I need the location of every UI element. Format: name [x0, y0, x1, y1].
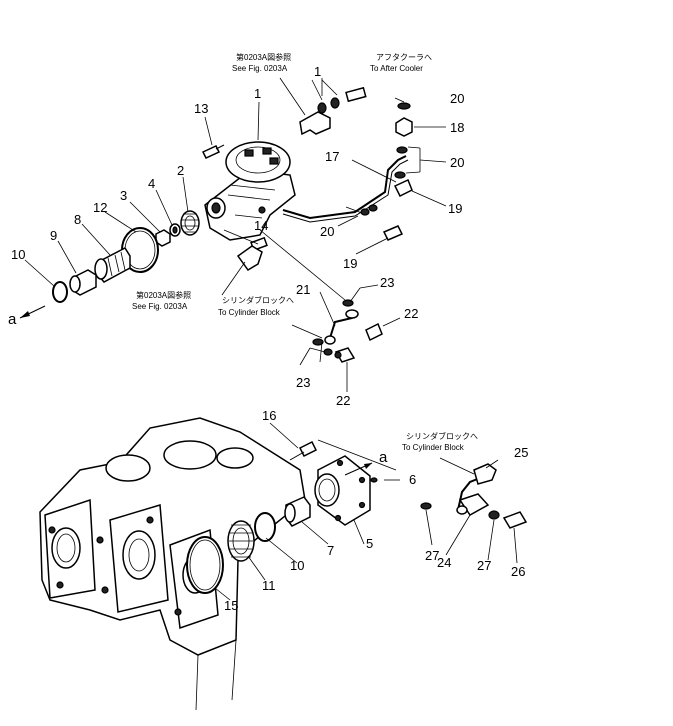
label-10-upper: 10: [11, 247, 25, 262]
ref-cyl-block-2-en: To Cylinder Block: [402, 443, 465, 452]
label-a-lower: a: [379, 449, 388, 466]
bolt-16: [289, 440, 318, 461]
label-8: 8: [74, 212, 81, 227]
label-5: 5: [366, 536, 373, 551]
bolt-13: [201, 144, 225, 159]
label-19-lower: 19: [343, 256, 357, 271]
ref-top-en: See Fig. 0203A: [232, 64, 288, 73]
label-1-pump: 1: [254, 86, 261, 101]
gasket-20-top: [397, 102, 411, 110]
leader-lines-upper: [24, 77, 447, 392]
bolt-19-lower: [382, 225, 404, 241]
pipe-21: [324, 309, 359, 345]
label-20-mid: 20: [450, 155, 464, 170]
washer-4: [169, 223, 181, 237]
ref-cyl-block-1-en: To Cylinder Block: [218, 308, 281, 317]
o-ring-12: [121, 227, 159, 273]
label-25: 25: [514, 445, 528, 460]
label-15: 15: [224, 598, 238, 613]
label-12: 12: [93, 200, 107, 215]
label-24: 24: [437, 555, 451, 570]
gasket-27-left: [420, 502, 432, 510]
label-19-upper: 19: [448, 201, 462, 216]
gasket-20-mid: [394, 146, 408, 179]
bushing-8: [94, 247, 131, 283]
label-13: 13: [194, 101, 208, 116]
arrow-a-upper: [19, 305, 46, 319]
sleeve-9: [69, 269, 97, 296]
leader-lines-lower: [214, 422, 518, 601]
gasket-23-lower: [312, 338, 333, 356]
snap-ring-10-lower: [254, 512, 276, 542]
label-4: 4: [148, 176, 155, 191]
label-16: 16: [262, 408, 276, 423]
label-10-lower: 10: [290, 558, 304, 573]
bushing-7: [284, 496, 311, 527]
gasket-27-right: [488, 510, 500, 520]
arrow-a-lower: [344, 462, 373, 476]
label-11: 11: [262, 578, 276, 593]
ref-after-cooler-jp: アフタクーラへ: [376, 53, 432, 62]
label-7: 7: [327, 543, 334, 558]
pipe-24: [456, 477, 490, 516]
bolt-26: [502, 511, 528, 529]
ref-after-cooler-en: To After Cooler: [370, 64, 423, 73]
pin-6: [370, 477, 378, 483]
label-a-upper: a: [8, 311, 17, 328]
label-18: 18: [450, 120, 464, 135]
bolt-22-right: [365, 322, 383, 342]
reference-notes: 第0203A図参照 See Fig. 0203A 第0203A図参照 See F…: [132, 52, 478, 452]
housing-5: [314, 455, 371, 526]
gasket-23-upper: [342, 299, 354, 307]
label-9: 9: [50, 228, 57, 243]
gasket-20-lower: [360, 204, 378, 216]
label-14: 14: [254, 218, 268, 233]
label-20-lower: 20: [320, 224, 334, 239]
cylinder-block: [39, 417, 306, 711]
label-3: 3: [120, 188, 127, 203]
fitting-18: [395, 117, 413, 137]
o-ring-15: [186, 536, 224, 594]
part-labels: 1 1 2 3 4 5 6 7 8 9 10 10 11 12 13 14 15…: [8, 64, 528, 613]
label-17: 17: [325, 149, 339, 164]
label-26: 26: [511, 564, 525, 579]
ref-cyl-block-2-jp: シリンダブロックへ: [406, 431, 478, 441]
ref-top-jp: 第0203A図参照: [236, 52, 291, 62]
pipe-17: [282, 155, 409, 223]
ref-cyl-block-1-jp: シリンダブロックへ: [222, 295, 294, 305]
bolt-19-upper: [393, 178, 413, 198]
main-pump-body: [204, 141, 296, 241]
bolt-22-bottom: [334, 347, 356, 363]
ref-left-jp: 第0203A図参照: [136, 290, 191, 300]
label-23-lower: 23: [296, 375, 310, 390]
label-23-upper: 23: [380, 275, 394, 290]
snap-ring-10-upper: [52, 281, 68, 303]
label-22-right: 22: [404, 306, 418, 321]
fitting-25: [473, 463, 497, 485]
label-1-bolts: 1: [314, 64, 321, 79]
label-20-top: 20: [450, 91, 464, 106]
ref-left-en: See Fig. 0203A: [132, 302, 188, 311]
label-27-right: 27: [477, 558, 491, 573]
label-6: 6: [409, 472, 416, 487]
gear-2: [180, 210, 200, 236]
bracket-upper: [299, 111, 331, 136]
label-21: 21: [296, 282, 310, 297]
label-27-left: 27: [425, 548, 439, 563]
label-22-bottom: 22: [336, 393, 350, 408]
label-2: 2: [177, 163, 184, 178]
gear-11: [227, 520, 255, 562]
bolt-pair-1: [317, 86, 367, 114]
